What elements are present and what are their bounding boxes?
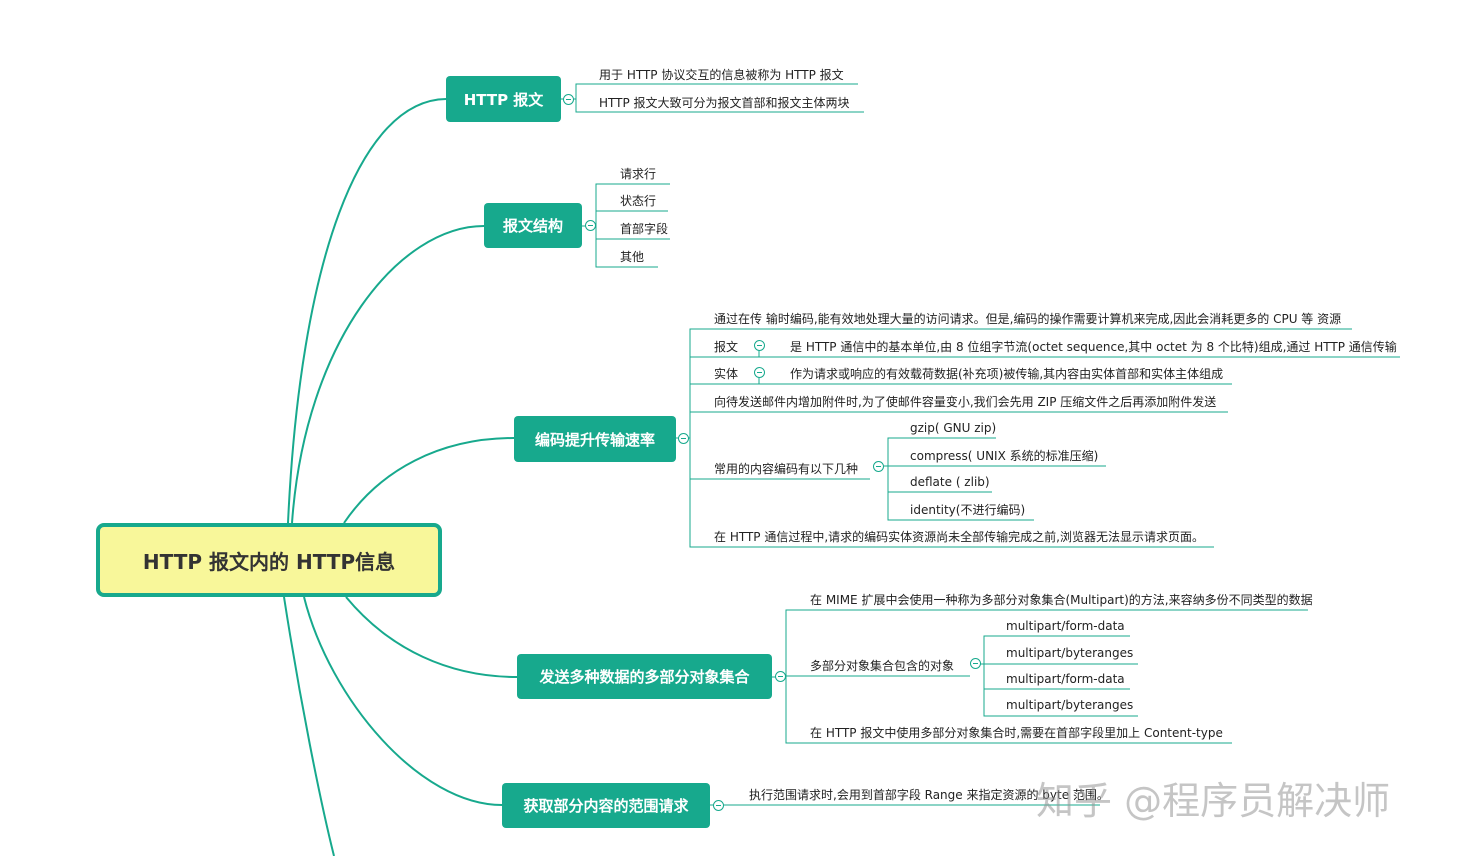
sub-leaf: deflate ( zlib) bbox=[910, 475, 990, 489]
leaf-node: 用于 HTTP 协议交互的信息被称为 HTTP 报文 bbox=[599, 68, 844, 82]
collapse-icon[interactable] bbox=[585, 220, 596, 231]
collapse-icon[interactable] bbox=[970, 658, 981, 669]
sub-leaf: identity(不进行编码) bbox=[910, 503, 1026, 517]
topic-http-message[interactable]: HTTP 报文 bbox=[446, 76, 561, 122]
topic-message-structure[interactable]: 报文结构 bbox=[484, 203, 582, 248]
leaf-node: 首部字段 bbox=[620, 222, 669, 236]
collapse-icon[interactable] bbox=[713, 800, 724, 811]
collapse-icon[interactable] bbox=[754, 367, 765, 378]
leaf-node: 在 HTTP 报文中使用多部分对象集合时,需要在首部字段里加上 Content-… bbox=[810, 726, 1223, 740]
leaf-detail: 是 HTTP 通信中的基本单位,由 8 位组字节流(octet sequence… bbox=[790, 340, 1397, 354]
sub-leaf: gzip( GNU zip) bbox=[910, 421, 997, 435]
leaf-node: 状态行 bbox=[620, 194, 657, 208]
leaf-node-entity: 实体 bbox=[714, 367, 739, 381]
leaf-node: 通过在传 输时编码,能有效地处理大量的访问请求。但是,编码的操作需要计算机来完成… bbox=[714, 312, 1342, 326]
collapse-icon[interactable] bbox=[754, 340, 765, 351]
sub-leaf: multipart/form-data bbox=[1006, 619, 1125, 633]
leaf-node: 在 HTTP 通信过程中,请求的编码实体资源尚未全部传输完成之前,浏览器无法显示… bbox=[714, 530, 1204, 544]
sub-leaf: multipart/byteranges bbox=[1006, 698, 1134, 712]
sub-leaf: multipart/form-data bbox=[1006, 672, 1125, 686]
topic-label: 编码提升传输速率 bbox=[534, 430, 655, 449]
collapse-icon[interactable] bbox=[775, 671, 786, 682]
topic-multipart[interactable]: 发送多种数据的多部分对象集合 bbox=[517, 654, 772, 699]
leaf-node: 执行范围请求时,会用到首部字段 Range 来指定资源的 byte 范围。 bbox=[749, 788, 1109, 802]
leaf-node-encodings: 常用的内容编码有以下几种 bbox=[714, 462, 859, 476]
topic-label: 获取部分内容的范围请求 bbox=[523, 797, 689, 815]
topic-label: 报文结构 bbox=[502, 217, 563, 235]
root-label: HTTP 报文内的 HTTP信息 bbox=[142, 549, 396, 574]
collapse-icon[interactable] bbox=[563, 94, 574, 105]
topic-label: HTTP 报文 bbox=[463, 90, 544, 109]
sub-leaf: multipart/byteranges bbox=[1006, 646, 1134, 660]
leaf-detail: 作为请求或响应的有效载荷数据(补充项)被传输,其内容由实体首部和实体主体组成 bbox=[790, 367, 1224, 381]
topic-encoding[interactable]: 编码提升传输速率 bbox=[514, 416, 676, 462]
leaf-node: 向待发送邮件内增加附件时,为了使邮件容量变小,我们会先用 ZIP 压缩文件之后再… bbox=[714, 395, 1217, 409]
sub-leaf: compress( UNIX 系统的标准压缩) bbox=[910, 449, 1099, 463]
collapse-icon[interactable] bbox=[873, 461, 884, 472]
leaf-node: HTTP 报文大致可分为报文首部和报文主体两块 bbox=[599, 96, 850, 110]
leaf-node: 在 MIME 扩展中会使用一种称为多部分对象集合(Multipart)的方法,来… bbox=[810, 593, 1313, 607]
topic-range-request[interactable]: 获取部分内容的范围请求 bbox=[502, 783, 710, 828]
root-node[interactable]: HTTP 报文内的 HTTP信息 bbox=[96, 523, 442, 597]
topic-label: 发送多种数据的多部分对象集合 bbox=[539, 668, 750, 686]
watermark: 知乎 @程序员解决师 bbox=[1036, 779, 1391, 823]
leaf-node-multipart-objects: 多部分对象集合包含的对象 bbox=[810, 659, 955, 673]
leaf-node: 其他 bbox=[620, 250, 645, 264]
leaf-node: 请求行 bbox=[620, 167, 657, 181]
leaf-node-message: 报文 bbox=[714, 340, 739, 354]
collapse-icon[interactable] bbox=[678, 433, 689, 444]
